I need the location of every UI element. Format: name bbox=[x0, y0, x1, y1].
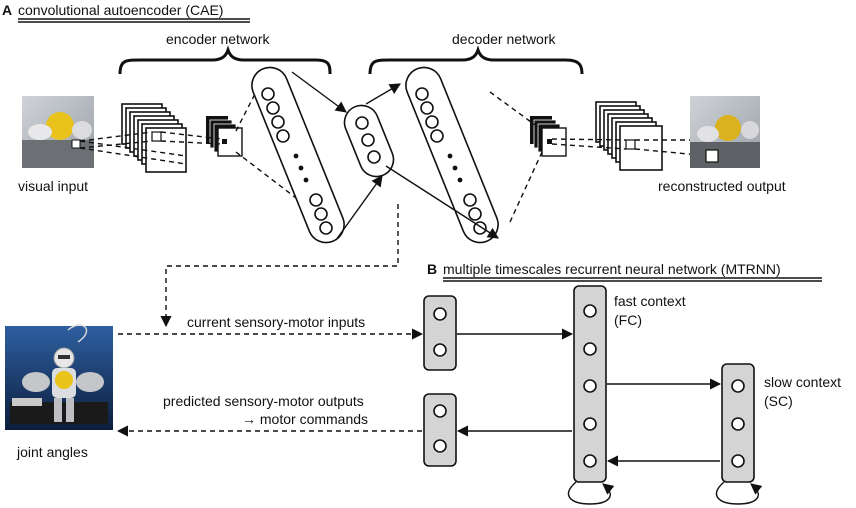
input-layer bbox=[423, 295, 457, 371]
fc-recurrent-loop bbox=[567, 481, 615, 505]
rf-line bbox=[235, 151, 331, 225]
decoder-deconv-stack-1 bbox=[530, 116, 567, 157]
joint-angles-label: joint angles bbox=[16, 444, 88, 460]
encoder-network-label: encoder network bbox=[166, 31, 271, 47]
rf-line bbox=[551, 143, 627, 150]
decoder-brace bbox=[368, 45, 584, 75]
panel-b-letter: B bbox=[427, 261, 437, 277]
fast-context-abbr: (FC) bbox=[614, 312, 642, 328]
encoder-brace bbox=[118, 45, 332, 75]
rf-line bbox=[160, 140, 223, 145]
bottleneck-to-decoder-arrow bbox=[365, 83, 401, 105]
fast-context-label: fast context bbox=[614, 293, 686, 309]
slow-context-abbr: (SC) bbox=[764, 393, 793, 409]
decoder-network-label: decoder network bbox=[452, 31, 557, 47]
visual-input-image bbox=[22, 96, 94, 168]
slow-context-label: slow context bbox=[764, 374, 841, 390]
sensory-motor-output-label: predicted sensory-motor outputs bbox=[163, 393, 364, 409]
rf-line bbox=[79, 131, 153, 142]
panel-a-title: convolutional autoencoder (CAE) bbox=[18, 2, 223, 18]
rf-line bbox=[634, 148, 711, 157]
robot-image bbox=[5, 324, 113, 430]
panel-a-letter: A bbox=[2, 2, 12, 18]
sc-recurrent-loop bbox=[715, 481, 763, 505]
encoder-to-bottleneck-arrow bbox=[291, 71, 347, 113]
rf-line bbox=[79, 140, 153, 149]
bottleneck-layer bbox=[343, 104, 395, 178]
rf-line bbox=[551, 138, 627, 141]
motor-commands-label: → motor commands bbox=[242, 411, 368, 427]
rf-line bbox=[160, 131, 223, 140]
rf-line bbox=[509, 151, 543, 223]
decoder-dense-layer bbox=[405, 66, 499, 244]
reconstructed-output-image bbox=[690, 96, 760, 168]
bottleneck-to-decoder-arrow bbox=[385, 165, 499, 239]
reconstructed-output-label: reconstructed output bbox=[658, 178, 786, 194]
encoder-conv-stack-2 bbox=[206, 116, 243, 157]
cae-to-mtrnn-connector bbox=[160, 204, 399, 328]
panel-b-title: multiple timescales recurrent neural net… bbox=[443, 261, 781, 277]
visual-input-label: visual input bbox=[18, 178, 88, 194]
slow-context-layer bbox=[721, 363, 755, 483]
decoder-deconv-stack-2 bbox=[595, 101, 663, 171]
rf-line bbox=[489, 91, 543, 131]
encoder-to-bottleneck-arrow bbox=[335, 175, 383, 241]
encoder-dense-layer bbox=[251, 66, 345, 244]
fast-context-layer bbox=[573, 285, 607, 483]
output-layer bbox=[423, 393, 457, 467]
sensory-motor-input-label: current sensory-motor inputs bbox=[187, 314, 365, 330]
encoder-conv-stack-1 bbox=[121, 103, 187, 173]
